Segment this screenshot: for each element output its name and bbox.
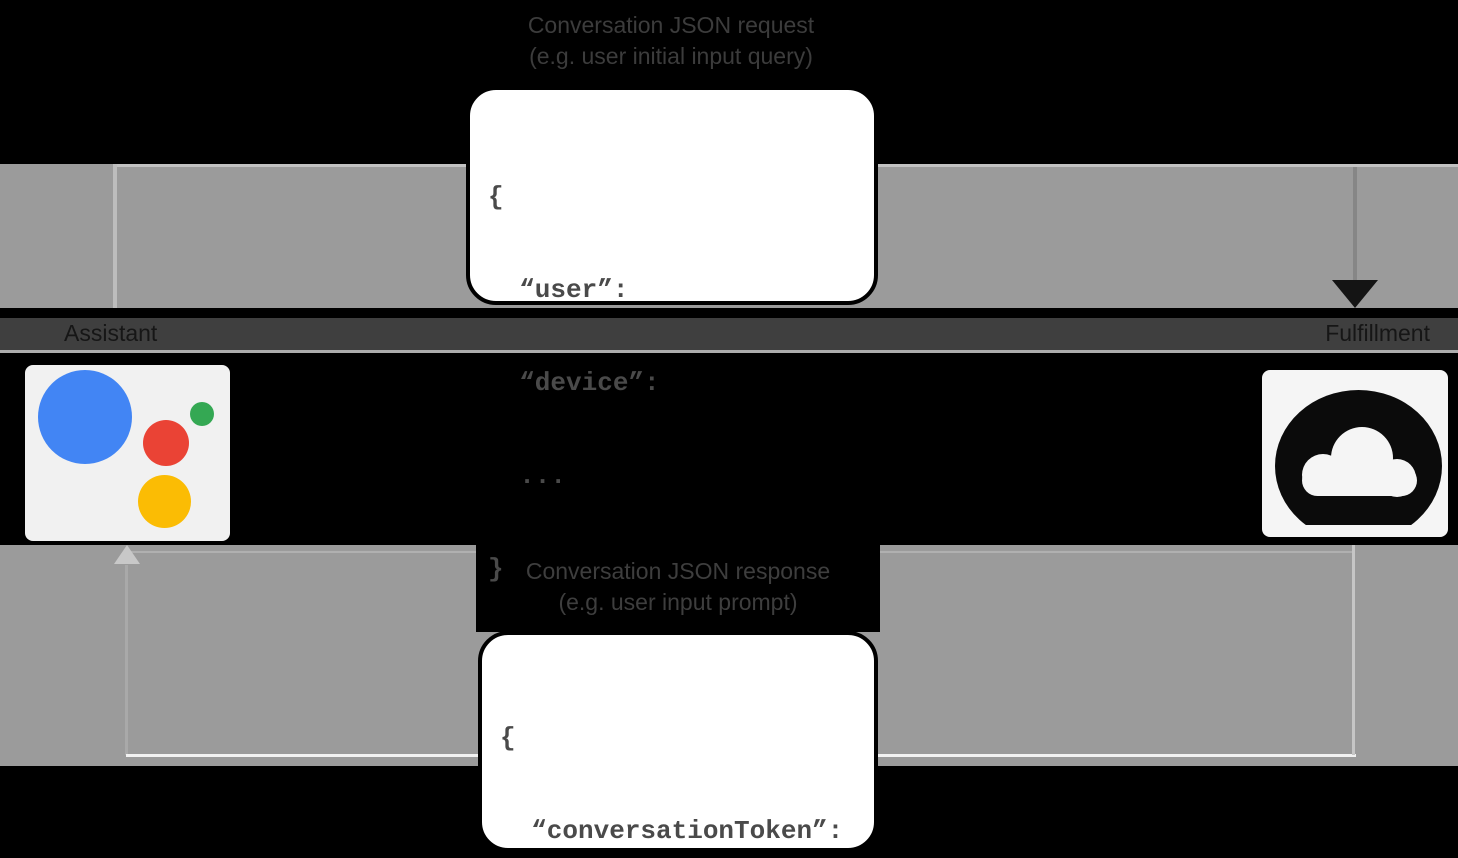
assistant-red-circle	[143, 420, 189, 466]
assistant-blue-circle	[38, 370, 132, 464]
actor-band-underline	[0, 350, 1458, 353]
request-flow-label: Conversation JSON request (e.g. user ini…	[440, 10, 902, 72]
fulfillment-label: Fulfillment	[1325, 320, 1430, 346]
request-flow-label-line2: (e.g. user initial input query)	[529, 43, 813, 69]
code-line: “user”:	[488, 275, 629, 305]
code-line: }	[488, 554, 504, 584]
fulfillment-cloud-icon	[1262, 370, 1448, 537]
arrowhead-down-icon	[1332, 280, 1378, 308]
code-line: {	[500, 723, 516, 753]
response-label-backdrop	[476, 545, 880, 632]
cloud-glyph	[1275, 389, 1442, 525]
assistant-yellow-circle	[138, 475, 191, 528]
arrowhead-up-icon	[114, 545, 140, 564]
request-arrow-shaft-left	[113, 164, 117, 308]
code-line: “device”:	[488, 368, 660, 398]
code-line: “conversationToken”:	[500, 816, 844, 846]
request-arrow-shaft-right	[1353, 167, 1357, 282]
actor-title-band	[0, 318, 1458, 350]
assistant-green-circle	[190, 402, 214, 426]
request-flow-label-line1: Conversation JSON request	[527, 12, 815, 38]
code-line: {	[488, 182, 504, 212]
code-line: ...	[488, 461, 567, 491]
response-json-callout: { “conversationToken”: “userStorage”: ..…	[478, 631, 878, 852]
response-flow-label: Conversation JSON response (e.g. user in…	[478, 556, 878, 618]
response-flow-label-line2: (e.g. user input prompt)	[558, 589, 798, 615]
request-json-callout: { “user”: “device”: ... }	[466, 86, 878, 584]
cloud-base	[1302, 465, 1417, 496]
response-arrow-shaft-right	[1352, 545, 1355, 755]
assistant-label: Assistant	[64, 320, 158, 346]
response-arrow-shaft-left	[125, 565, 128, 755]
response-flow-label-line1: Conversation JSON response	[525, 558, 831, 584]
google-assistant-icon	[25, 365, 230, 541]
